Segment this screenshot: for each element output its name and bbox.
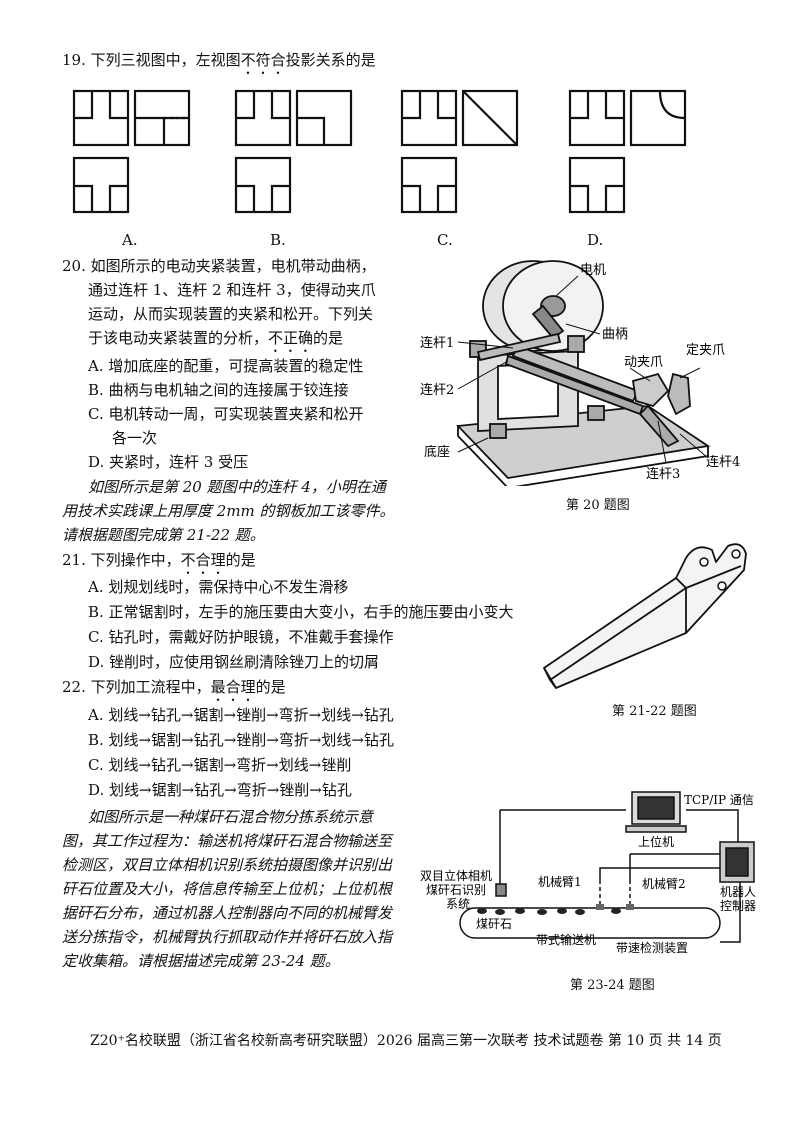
q22-option-d: D. 划线→锯割→钻孔→弯折→锉削→钻孔 [88,781,352,799]
intro-2324-line1: 如图所示是一种煤矸石混合物分拣系统示意 [88,808,374,826]
intro-2324-line6: 送分拣指令，机械臂执行抓取动作并将矸石放入指 [62,928,393,946]
label-crank: 曲柄 [602,327,628,342]
label-speed-sensor: 带速检测装置 [616,940,688,955]
q19-stem: 19. 下列三视图中，左视图不符合投影关系的是 [62,51,376,69]
q20-stem-line3: 运动，从而实现装置的夹紧和松开。下列关 [88,305,374,323]
q20-option-c-cont: 各一次 [112,429,158,447]
q22-stem: 22. 下列加工流程中，最合理的是 [62,678,286,696]
q2122-figure-caption: 第 21-22 题图 [612,704,697,719]
label-link4: 连杆4 [706,454,740,470]
label-link1: 连杆1 [420,335,454,351]
q20-stem-line2: 通过连杆 1、连杆 2 和连杆 3，使得动夹爪 [88,281,376,299]
label-tcp: TCP/IP 通信 [684,793,754,807]
q19-option-b-label: B. [270,231,286,249]
intro-2122-line3: 请根据题图完成第 21-22 题。 [62,526,265,544]
intro-2324-line3: 检测区，双目立体相机识别系统拍摄图像并识别出 [62,856,393,874]
q20-clamp-device-figure: 电机 曲柄 动夹爪 定夹爪 连杆1 连杆2 底座 连杆3 连杆4 [420,260,740,486]
q19-option-a-label: A. [122,231,138,249]
intro-2324-line4: 矸石位置及大小，将信息传输至上位机；上位机根 [62,880,393,898]
label-base: 底座 [424,444,450,460]
label-camera-3: 系统 [446,897,470,911]
label-link3: 连杆3 [646,466,680,482]
label-host: 上位机 [638,834,674,849]
label-coal: 煤矸石 [476,917,512,931]
q21-option-c: C. 钻孔时，需戴好防护眼镜，不准戴手套操作 [88,628,394,646]
intro-2324-line2: 图，其工作过程为：输送机将煤矸石混合物输送至 [62,832,393,850]
label-conveyor: 带式输送机 [536,932,596,947]
intro-2122-line2: 用技术实践课上用厚度 2mm 的钢板加工该零件。 [62,502,395,520]
q19-option-b-views [234,89,353,214]
label-arm2: 机械臂2 [642,876,686,891]
q19-three-view-figures [72,89,687,214]
label-moving-jaw: 动夹爪 [624,355,663,370]
q19-option-c-label: C. [437,231,453,249]
label-camera-1: 双目立体相机 [420,868,492,883]
label-fixed-jaw: 定夹爪 [686,343,725,358]
q22-option-a: A. 划线→钻孔→锯割→锉削→弯折→划线→钻孔 [88,706,394,724]
label-robot-ctrl-2: 控制器 [720,899,756,913]
q21-option-b: B. 正常锯割时，左手的施压要由大变小，右手的施压要由小变大 [88,603,514,621]
q20-figure-caption: 第 20 题图 [566,498,630,513]
q21-option-a: A. 划规划线时，需保持中心不发生滑移 [88,578,349,596]
q20-option-b: B. 曲柄与电机轴之间的连接属于铰连接 [88,381,349,399]
q19-option-c-views [400,89,519,214]
q2324-sorting-system-figure: TCP/IP 通信 上位机 机器人 控制器 机械臂1 机械臂2 双目立体相机 煤… [420,791,756,955]
q19-option-a-views [72,89,191,214]
intro-2324-line7: 定收集箱。请根据描述完成第 23-24 题。 [62,952,340,970]
label-camera-2: 煤矸石识别 [426,883,486,897]
q21-option-d: D. 锉削时，应使用钢丝刷清除锉刀上的切屑 [88,653,380,671]
intro-2324-line5: 据矸石分布，通过机器人控制器向不同的机械臂发 [62,904,393,922]
label-robot-ctrl-1: 机器人 [720,885,756,899]
q22-option-b: B. 划线→锯割→钻孔→锉削→弯折→划线→钻孔 [88,731,394,749]
q2122-link4-part-figure [543,543,747,689]
q20-stem-line1: 20. 如图所示的电动夹紧装置，电机带动曲柄， [62,257,376,275]
label-link2: 连杆2 [420,382,454,398]
q21-stem: 21. 下列操作中，不合理的是 [62,551,256,569]
label-motor: 电机 [580,263,606,278]
q20-option-a: A. 增加底座的配重，可提高装置的稳定性 [88,357,364,375]
label-arm1: 机械臂1 [538,874,582,889]
q19-option-d-label: D. [587,231,604,249]
q19-option-d-views [568,89,687,214]
intro-2122-line1: 如图所示是第 20 题图中的连杆 4，小明在通 [88,478,386,496]
q2324-figure-caption: 第 23-24 题图 [570,978,655,993]
q20-stem-line4: 于该电动夹紧装置的分析，不正确的是 [88,329,344,347]
q22-option-c: C. 划线→钻孔→锯割→弯折→划线→锉削 [88,756,352,774]
q20-option-d: D. 夹紧时，连杆 3 受压 [88,453,249,471]
page-footer: Z20⁺名校联盟（浙江省名校新高考研究联盟）2026 届高三第一次联考 技术试题… [90,1033,722,1049]
q20-option-c: C. 电机转动一周，可实现装置夹紧和松开 [88,405,364,423]
